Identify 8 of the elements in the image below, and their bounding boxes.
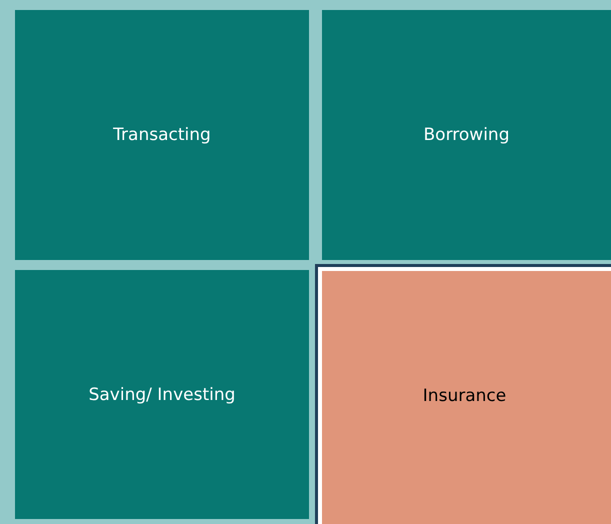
tile-label: Borrowing [424, 125, 510, 145]
category-tile [15, 270, 309, 519]
category-tile [15, 10, 309, 260]
category-tile [322, 10, 611, 260]
tile-label: Saving/ Investing [88, 384, 236, 404]
tile-label: Transacting [113, 125, 211, 145]
tile-label: Insurance [422, 386, 506, 406]
category-tile [315, 264, 611, 524]
